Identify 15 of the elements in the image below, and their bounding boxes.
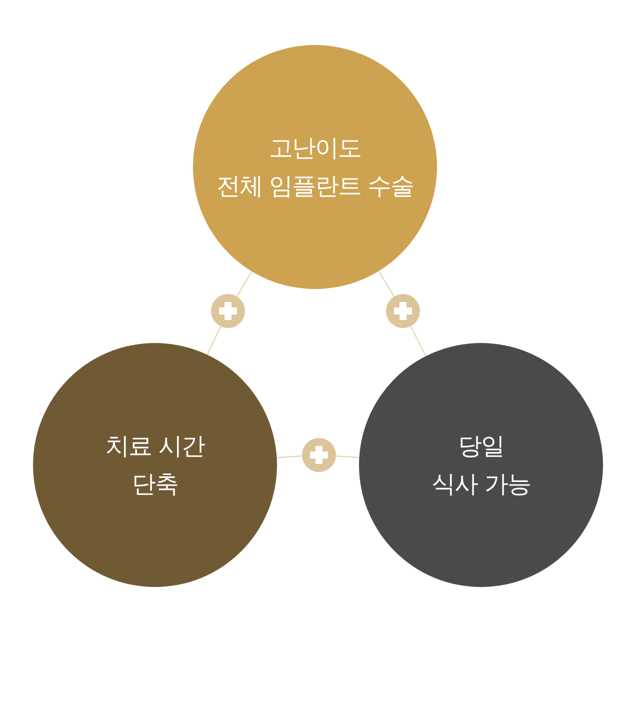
plus-circle: [386, 294, 420, 328]
connector-line: [206, 326, 222, 356]
node-text: 치료 시간: [106, 431, 204, 462]
node-text: 식사 가능: [432, 469, 530, 500]
connector-line: [236, 270, 252, 297]
node-text: 당일: [458, 431, 504, 462]
plus-circle: [211, 294, 245, 328]
node-text: 전체 임플란트 수술: [216, 171, 414, 202]
node-text: 고난이도: [269, 133, 361, 164]
plus-circle: [302, 438, 336, 472]
connector-line: [378, 270, 395, 297]
node-text: 단축: [132, 469, 178, 500]
connector-line: [276, 456, 303, 458]
connector-line: [335, 456, 360, 458]
connector-line: [410, 326, 426, 357]
